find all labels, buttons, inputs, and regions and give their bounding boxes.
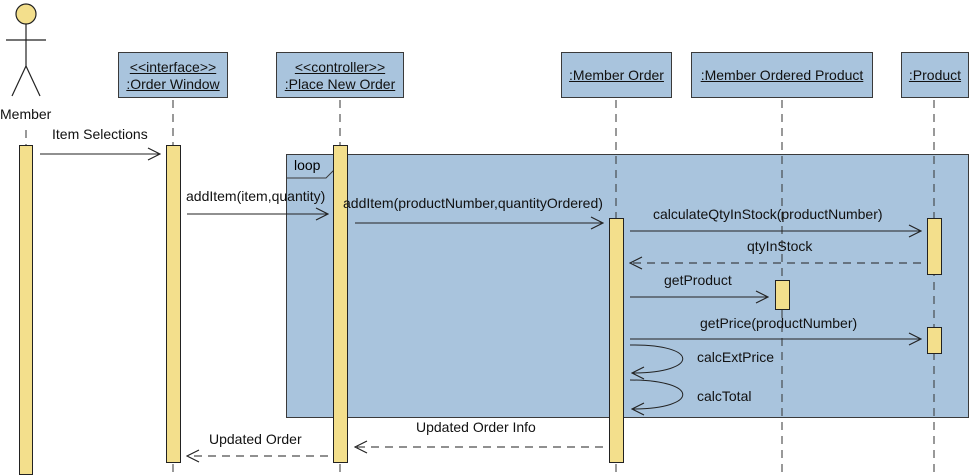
label-calc-ext-price: calcExtPrice <box>697 349 775 365</box>
lifeline-box-place-new-order: <<controller>> :Place New Order <box>276 52 404 98</box>
loop-tab: loop <box>286 154 334 178</box>
label-qty-in-stock: qtyInStock <box>747 238 813 254</box>
member-order-name: :Member Order <box>569 67 664 83</box>
place-new-order-name: :Place New Order <box>284 76 396 92</box>
label-add-item-2: addItem(productNumber,quantityOrdered) <box>343 195 603 211</box>
member-ordered-product-name: :Member Ordered Product <box>700 67 864 83</box>
actor-label: Member <box>0 106 52 122</box>
loop-label: loop <box>294 157 321 173</box>
label-updated-order: Updated Order <box>209 431 302 447</box>
order-window-name: :Order Window <box>126 76 220 92</box>
activation-member <box>19 145 33 475</box>
lifeline-box-member-order: :Member Order <box>561 52 672 98</box>
label-calc-qty: calculateQtyInStock(productNumber) <box>653 206 883 222</box>
stereotype-interface: <<interface>> <box>129 59 217 75</box>
arrow-calc-ext-price <box>629 344 684 373</box>
activation-member-order <box>609 218 624 463</box>
product-name: :Product <box>908 67 962 83</box>
label-add-item-1: addItem(item,quantity) <box>186 188 326 204</box>
activation-order-window <box>166 145 181 463</box>
label-calc-total: calcTotal <box>697 388 752 404</box>
activation-product-1 <box>927 218 942 275</box>
lifeline-box-order-window: <<interface>> :Order Window <box>118 52 228 98</box>
loop-fragment <box>286 154 969 418</box>
stereotype-controller: <<controller>> <box>294 59 386 75</box>
actor-figure <box>6 3 46 97</box>
lifeline-box-member-ordered-product: :Member Ordered Product <box>691 52 873 98</box>
label-updated-order-info: Updated Order Info <box>416 419 536 435</box>
activation-place-new-order <box>333 145 348 463</box>
actor-head <box>15 3 37 25</box>
activation-product-2 <box>927 327 942 354</box>
label-item-selections: Item Selections <box>52 126 148 142</box>
activation-member-ordered-product <box>775 280 790 310</box>
label-get-product: getProduct <box>664 272 732 288</box>
arrow-calc-total <box>629 379 684 409</box>
lifeline-box-product: :Product <box>901 52 969 98</box>
label-get-price: getPrice(productNumber) <box>700 315 858 331</box>
